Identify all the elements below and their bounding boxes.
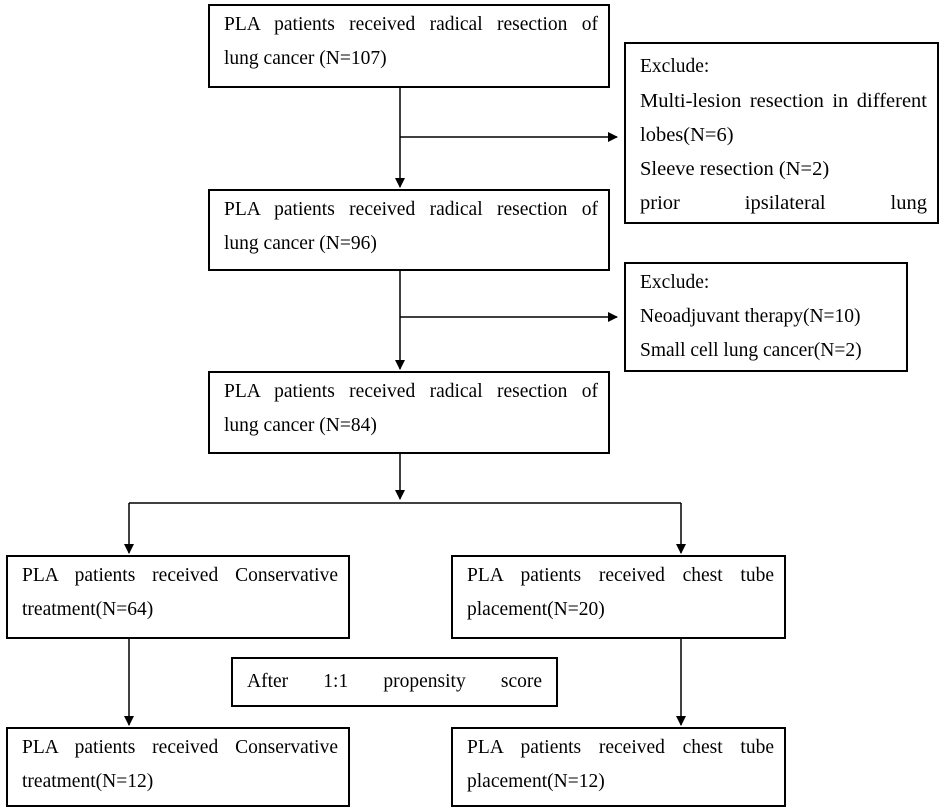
exclude1-item1-line2: lobes(N=6)	[640, 124, 734, 146]
step3-line2: lung cancer (N=84)	[224, 415, 377, 436]
step2-box: PLA patients received radical resection …	[208, 189, 610, 271]
conservative-treatment-line1: PLA patients received Conservative	[22, 565, 338, 586]
exclude2-box: Exclude: Neoadjuvant therapy(N=10) Small…	[624, 262, 908, 372]
step3-line1: PLA patients received radical resection …	[224, 381, 598, 402]
exclude1-box: Exclude: Multi-lesion resection in diffe…	[624, 42, 939, 224]
exclude1-item2: Sleeve resection (N=2)	[640, 158, 830, 180]
step1-line1: PLA patients received radical resection …	[224, 14, 598, 35]
exclude2-item1: Neoadjuvant therapy(N=10)	[640, 306, 861, 327]
propensity-score-label: After 1:1 propensity score	[247, 671, 542, 692]
chest-tube-line1: PLA patients received chest tube	[467, 565, 774, 586]
chest-tube-line2: placement(N=20)	[467, 599, 605, 620]
conservative-treatment-line2: treatment(N=64)	[22, 599, 154, 620]
step1-box: PLA patients received radical resection …	[208, 4, 610, 88]
conservative-matched-line1: PLA patients received Conservative	[22, 737, 338, 758]
exclude2-item2: Small cell lung cancer(N=2)	[640, 340, 862, 361]
conservative-matched-box: PLA patients received Conservative treat…	[6, 727, 350, 807]
exclude1-title: Exclude:	[640, 56, 710, 77]
chest-tube-matched-line2: placement(N=12)	[467, 771, 605, 792]
step2-line1: PLA patients received radical resection …	[224, 199, 598, 220]
exclude1-item3: prior ipsilateral lung	[640, 192, 927, 214]
step3-box: PLA patients received radical resection …	[208, 371, 610, 454]
chest-tube-box: PLA patients received chest tube placeme…	[451, 555, 786, 639]
conservative-treatment-box: PLA patients received Conservative treat…	[6, 555, 350, 639]
chest-tube-matched-box: PLA patients received chest tube placeme…	[451, 727, 786, 807]
chest-tube-matched-line1: PLA patients received chest tube	[467, 737, 774, 758]
exclude2-title: Exclude:	[640, 272, 710, 293]
conservative-matched-line2: treatment(N=12)	[22, 771, 154, 792]
exclude1-item1-line1: Multi-lesion resection in different	[640, 90, 927, 112]
step1-line2: lung cancer (N=107)	[224, 48, 387, 69]
propensity-score-box: After 1:1 propensity score	[231, 657, 558, 707]
step2-line2: lung cancer (N=96)	[224, 233, 377, 254]
